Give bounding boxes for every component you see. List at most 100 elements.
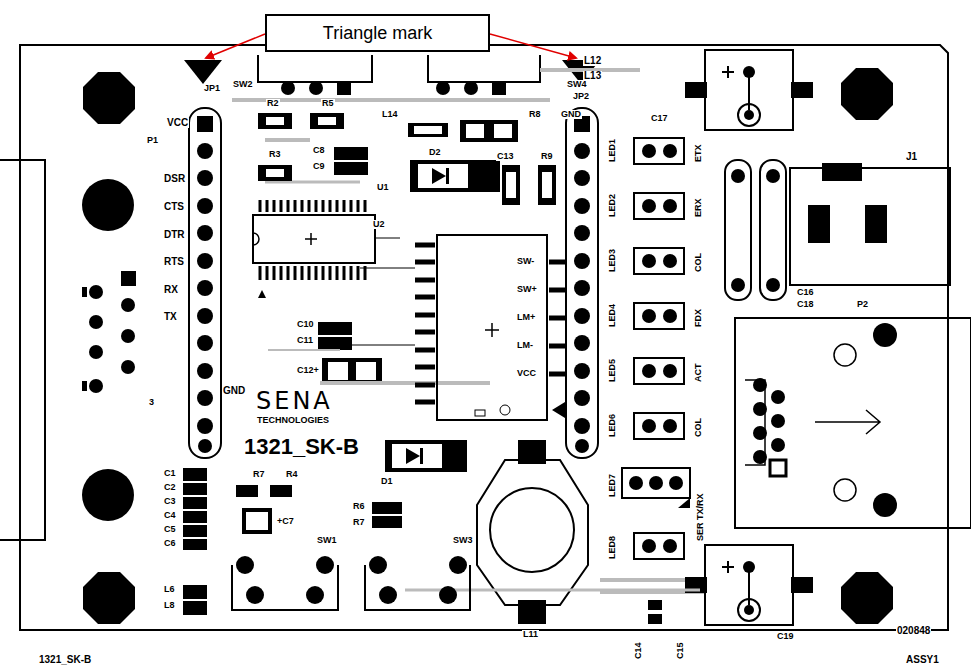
silkscreen-label: LED5 xyxy=(608,358,617,383)
silkscreen-label: 3 xyxy=(148,398,155,407)
silkscreen-label: SW1 xyxy=(316,536,338,545)
silkscreen-label: R3 xyxy=(268,150,282,159)
diode-d1 xyxy=(385,440,467,472)
silkscreen-label: RTS xyxy=(163,257,185,267)
silkscreen-label: RX xyxy=(163,285,179,295)
silkscreen-label: ETX xyxy=(694,143,703,163)
silkscreen-label: U1 xyxy=(376,183,390,192)
silkscreen-label: J1 xyxy=(905,152,918,162)
silkscreen-label: R7 xyxy=(352,518,366,527)
silkscreen-label: C11 xyxy=(296,336,314,345)
silkscreen-label: LED4 xyxy=(608,303,617,328)
silkscreen-label: C13 xyxy=(496,152,515,161)
silkscreen-label: COL xyxy=(694,252,703,273)
silkscreen-label: SENA xyxy=(255,389,334,413)
silkscreen-label: R6 xyxy=(352,502,366,511)
silkscreen-label: R9 xyxy=(540,152,554,161)
silkscreen-label: C14 xyxy=(634,641,643,660)
small-parts xyxy=(183,468,402,615)
silkscreen-label: LED3 xyxy=(608,248,617,273)
silkscreen-label: 1321_SK-B xyxy=(38,655,92,665)
push-buttons xyxy=(232,556,470,610)
silkscreen-label: P2 xyxy=(856,300,869,309)
callout-box: Triangle mark xyxy=(265,14,490,52)
silkscreen-label: C12+ xyxy=(296,366,320,375)
silkscreen-label: LED1 xyxy=(608,138,617,163)
ic-u1 xyxy=(253,200,400,298)
silkscreen-label: LED6 xyxy=(608,413,617,438)
silkscreen-label: ACT xyxy=(694,363,703,384)
silkscreen-label: C9 xyxy=(312,162,326,171)
silkscreen-label: GND xyxy=(560,110,582,119)
silkscreen-label: D1 xyxy=(380,477,394,486)
db9-connector xyxy=(0,160,136,540)
silkscreen-label: P1 xyxy=(146,136,159,145)
silkscreen-label: C17 xyxy=(650,114,669,123)
silkscreen-label: DTR xyxy=(163,230,186,240)
silkscreen-label: R5 xyxy=(321,99,335,108)
silkscreen-label: C4 xyxy=(163,511,177,520)
silkscreen-label: GND xyxy=(222,386,246,396)
pin-headers xyxy=(184,60,600,458)
silkscreen-label: JP2 xyxy=(572,92,590,101)
inductor-l11 xyxy=(405,440,700,624)
silkscreen-label: 020848 xyxy=(896,626,931,636)
silkscreen-label: LED8 xyxy=(608,535,617,560)
silkscreen-label: ERX xyxy=(694,197,703,218)
silkscreen-label: R7 xyxy=(252,470,266,479)
module-u2 xyxy=(345,235,565,420)
silkscreen-label: R2 xyxy=(266,99,280,108)
silkscreen-label: SER TX/RX xyxy=(696,492,705,542)
silkscreen-label: VCC xyxy=(516,369,537,378)
silkscreen-label: R8 xyxy=(528,110,542,119)
silkscreen-label: 1321_SK-B xyxy=(243,436,360,458)
silkscreen-label: L8 xyxy=(163,601,176,610)
silkscreen-label: FDX xyxy=(694,308,703,328)
silkscreen-label: SW3 xyxy=(452,536,474,545)
rj45-jack xyxy=(735,318,971,528)
silkscreen-label: JP1 xyxy=(203,84,221,93)
silkscreen-label: L11 xyxy=(522,630,539,639)
smd-parts xyxy=(258,113,556,384)
silkscreen-label: LED2 xyxy=(608,193,617,218)
silkscreen-label: R4 xyxy=(285,470,299,479)
silkscreen-label: L12 xyxy=(583,56,602,66)
silkscreen-label: D2 xyxy=(428,148,442,157)
silkscreen-label: C3 xyxy=(163,497,177,506)
silkscreen-label: L13 xyxy=(583,71,602,81)
silkscreen-label: SW- xyxy=(516,257,535,266)
mounting-holes xyxy=(82,68,893,624)
electrolytic-caps xyxy=(685,50,813,625)
power-jack xyxy=(725,160,950,300)
silkscreen-label: C5 xyxy=(163,525,177,534)
silkscreen-label: DSR xyxy=(163,174,186,184)
board-outline xyxy=(20,45,948,630)
silkscreen-label: C16 xyxy=(796,288,815,297)
silkscreen-label: VCC xyxy=(166,118,189,128)
silkscreen-label: LM+ xyxy=(516,313,536,322)
silkscreen-label: TECHNOLOGIES xyxy=(256,416,330,425)
silkscreen-label: C19 xyxy=(776,632,795,641)
triangle-mark xyxy=(184,60,222,84)
silkscreen-label: SW2 xyxy=(232,80,254,89)
silkscreen-label: C18 xyxy=(796,300,815,309)
silkscreen-label: SW+ xyxy=(516,285,538,294)
silkscreen-label: LED7 xyxy=(608,473,617,498)
silkscreen-label: C2 xyxy=(163,483,177,492)
led-pads xyxy=(600,138,705,624)
silkscreen-label: C10 xyxy=(296,320,315,329)
silkscreen-label: ASSY1 xyxy=(905,655,940,665)
silkscreen-label: CTS xyxy=(163,202,185,212)
silkscreen-label: C6 xyxy=(163,539,177,548)
silkscreen-label: +C7 xyxy=(276,517,295,526)
silkscreen-label: TX xyxy=(163,312,178,322)
silkscreen-label: C8 xyxy=(312,146,326,155)
silkscreen-label: C1 xyxy=(163,469,177,478)
silkscreen-label: L14 xyxy=(381,110,399,119)
silkscreen-label: U2 xyxy=(372,220,386,229)
silkscreen-label: SW4 xyxy=(566,80,588,89)
silkscreen-label: COL xyxy=(694,417,703,438)
silkscreen-label: L6 xyxy=(163,585,176,594)
silkscreen-label: LM- xyxy=(516,341,534,350)
